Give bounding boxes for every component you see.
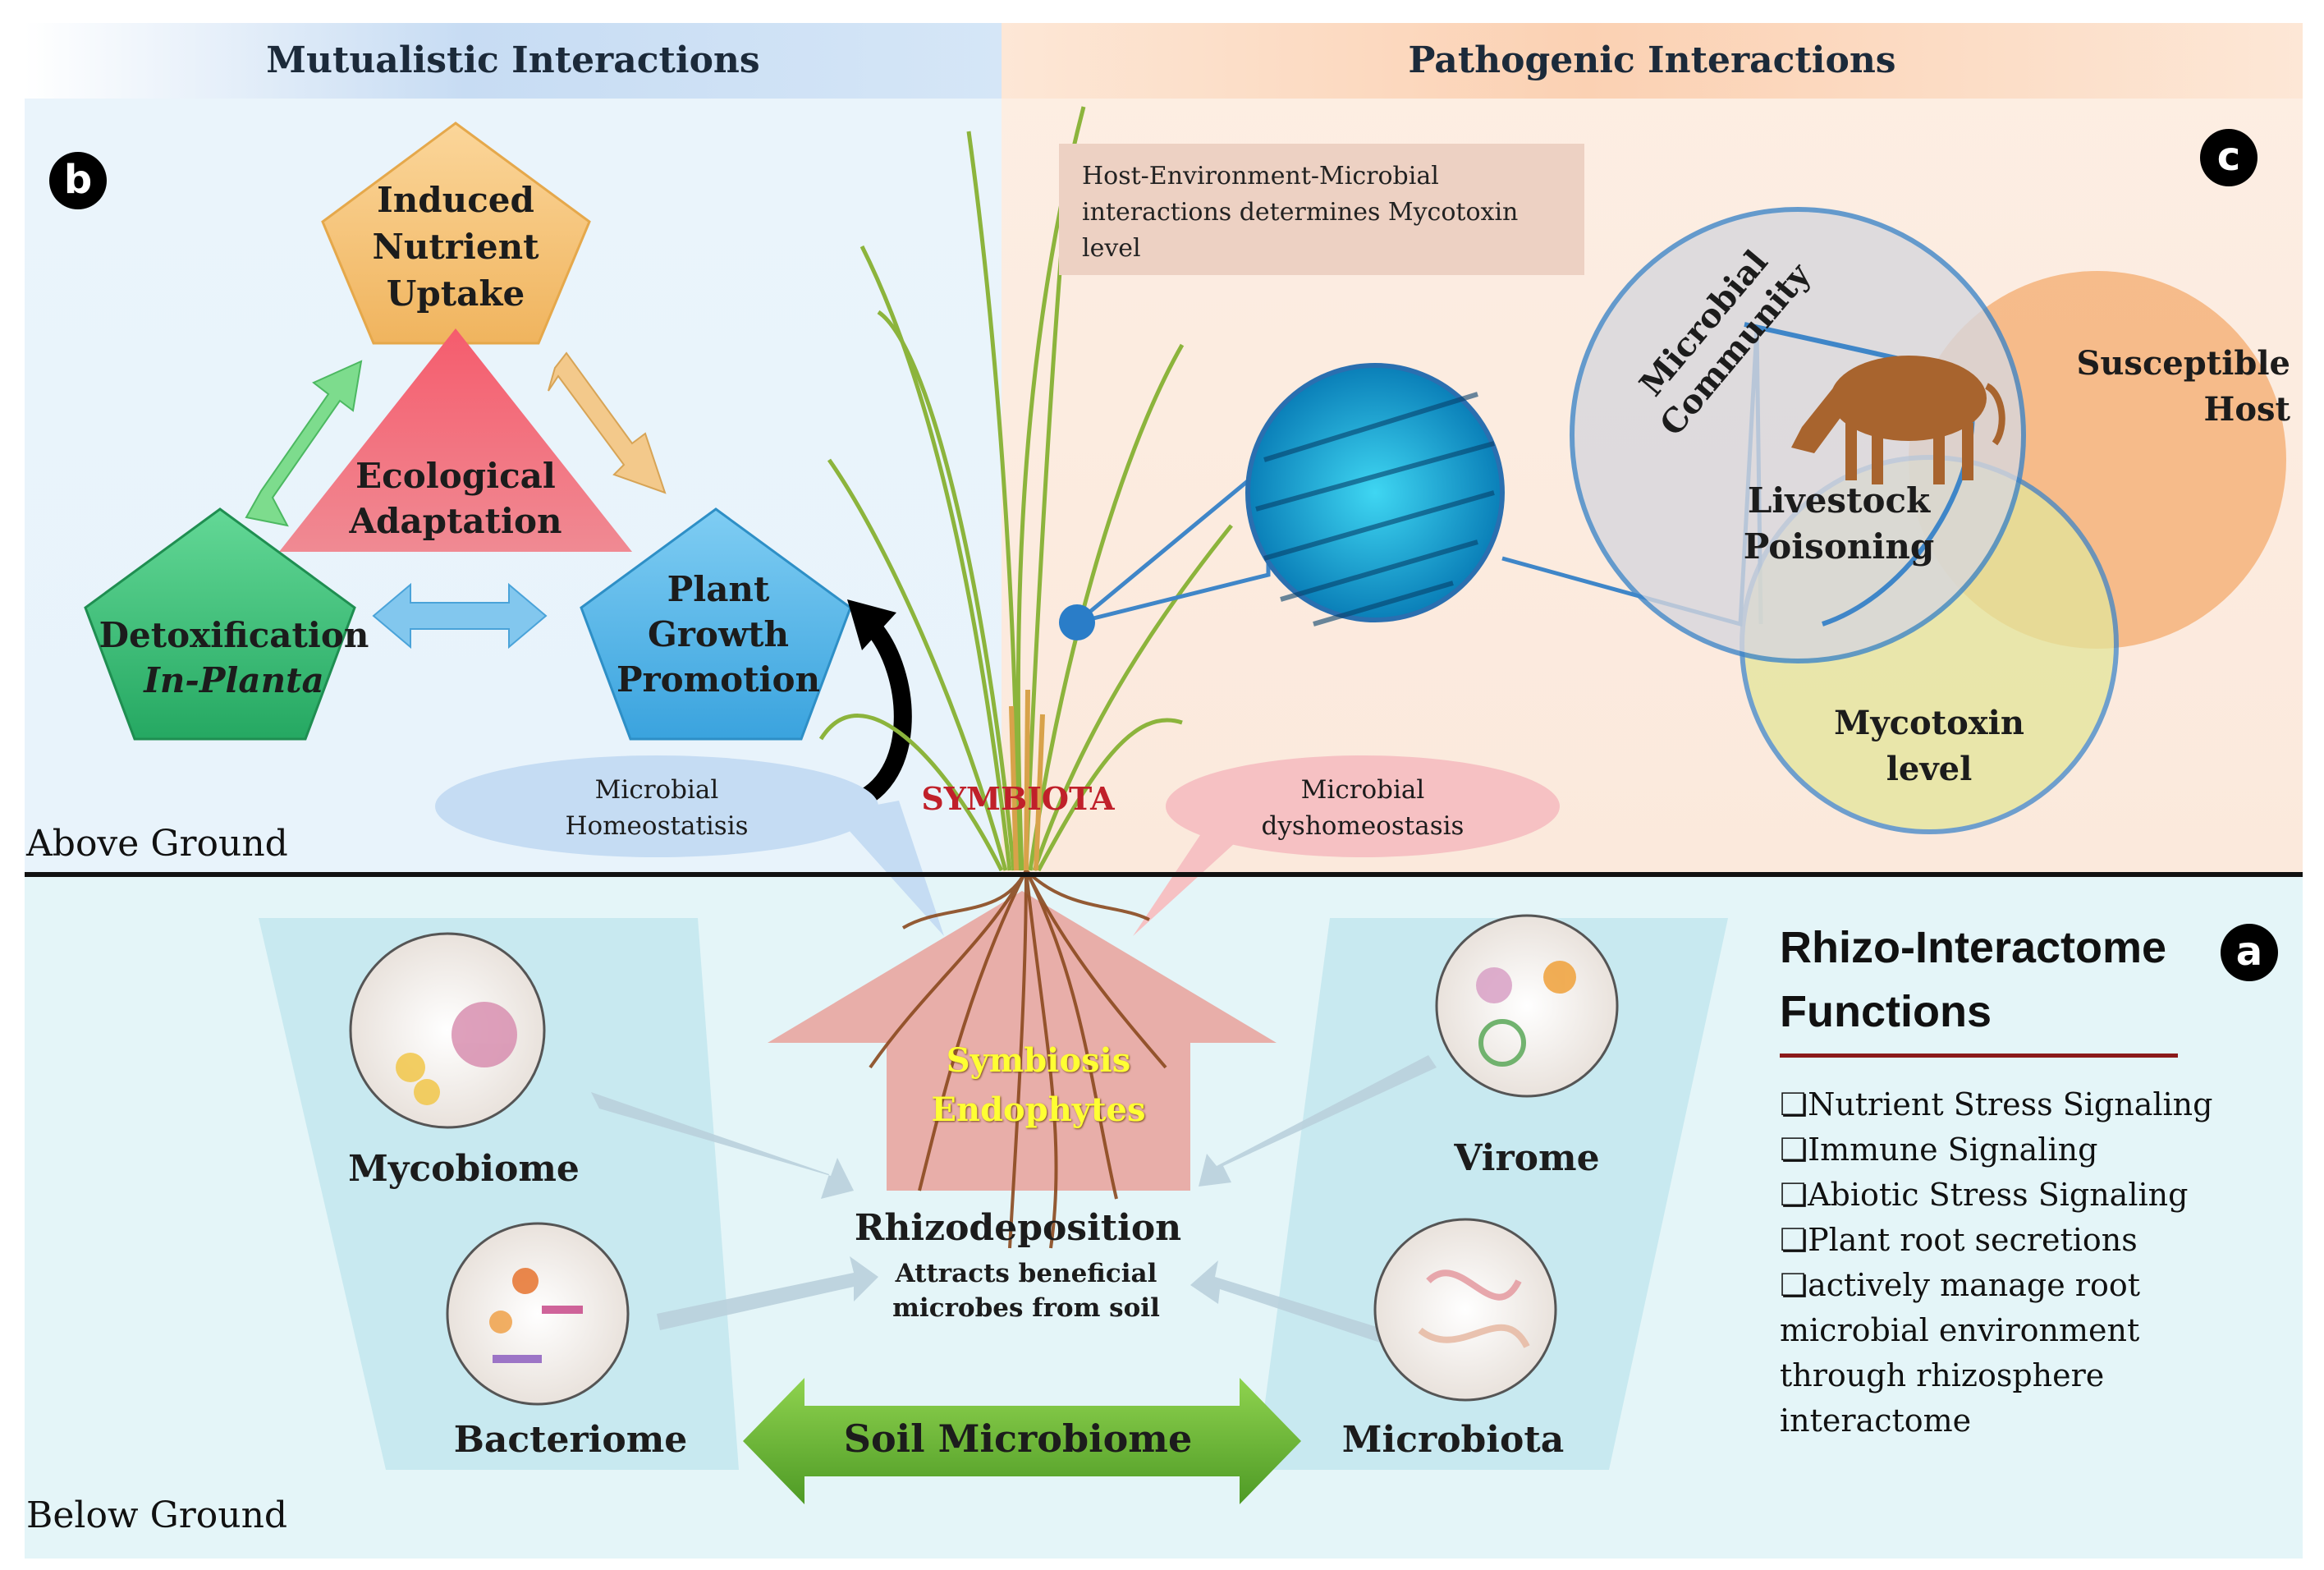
- virome-circle: [1435, 914, 1619, 1098]
- ecological-line-2: Adaptation: [349, 501, 562, 541]
- pentagon-detox: [84, 507, 356, 741]
- host-line-1: Susceptible: [2076, 344, 2290, 383]
- mycotoxin-line-2: level: [1886, 750, 1973, 788]
- ecological-adaptation-label: Ecological Adaptation: [328, 453, 583, 544]
- rhizo-rule: [1780, 1054, 2178, 1058]
- rhizo-item: interactome: [1780, 1402, 1972, 1439]
- soil-microbiome-label: Soil Microbiome: [843, 1416, 1193, 1461]
- livestock-poisoning-label: Livestock Poisoning: [1732, 478, 1946, 570]
- rhizo-functions-title: Rhizo-Interactome Functions: [1780, 916, 2207, 1044]
- bacteriome-circle: [446, 1222, 630, 1406]
- above-ground-label: Above Ground: [26, 823, 288, 865]
- badge-a: a: [2221, 924, 2278, 981]
- soil-microbiome-arrow: [743, 1378, 1301, 1504]
- microbiota-circle: [1373, 1218, 1557, 1402]
- growth-line-1: Plant: [667, 569, 770, 609]
- note-line-3: level: [1082, 234, 1141, 263]
- detox-line-2: In-Planta: [144, 660, 324, 700]
- detoxification-label: Detoxification In-Planta: [94, 613, 374, 703]
- callout-origin: [1059, 604, 1095, 640]
- note-line-1: Host-Environment-Microbial: [1082, 162, 1439, 191]
- mycobiome-circle: [349, 932, 546, 1129]
- symbiosis-line-2: Endophytes: [931, 1090, 1146, 1129]
- dyshomeostasis-line-1: Microbial: [1300, 775, 1425, 805]
- rhizodeposition-label: Rhizodeposition: [854, 1207, 1182, 1249]
- nutrient-line-2: Nutrient: [372, 227, 539, 267]
- rhizo-item: ❏Nutrient Stress Signaling: [1780, 1086, 2213, 1122]
- pentagon-growth: [580, 507, 852, 741]
- badge-b: b: [49, 152, 107, 209]
- plant-stems: [1009, 689, 1045, 871]
- homeostasis-line-2: Homeostatisis: [565, 811, 749, 841]
- arrow-blue: [372, 582, 548, 650]
- homeostasis-label: Microbial Homeostatisis: [525, 772, 788, 844]
- mycotoxin-line-1: Mycotoxin: [1834, 704, 2024, 742]
- rhizo-item: microbial environment: [1780, 1312, 2140, 1348]
- arrow-tan: [548, 351, 667, 494]
- rhizo-sub-line-1: Attracts beneficial: [895, 1259, 1157, 1288]
- callout-cone: [1075, 459, 1271, 625]
- bacteriome-label: Bacteriome: [453, 1419, 688, 1461]
- pathogenic-header: Pathogenic Interactions: [1408, 39, 1896, 81]
- pathogenic-header-band: [1002, 23, 2303, 99]
- symbiota-label: SYMBIOTA: [921, 780, 1115, 817]
- rhizo-sub-line-2: microbes from soil: [892, 1293, 1160, 1323]
- microscope-view: [1245, 363, 1505, 622]
- soil-arrows: [591, 1055, 1437, 1343]
- symbiosis-endophytes-label: Symbiosis Endophytes: [887, 1036, 1190, 1135]
- microbe-details: [396, 961, 1576, 1363]
- plant-roots: [869, 869, 1167, 1249]
- note-line-2: interactions determines Mycotoxin: [1082, 198, 1519, 227]
- mycotoxin-level-label: Mycotoxin level: [1814, 700, 2044, 792]
- rhizo-item: ❏Abiotic Stress Signaling: [1780, 1177, 2189, 1213]
- ecological-line-1: Ecological: [355, 456, 556, 496]
- rhizo-item: ❏Immune Signaling: [1780, 1132, 2098, 1168]
- triangle-ecological: [279, 328, 632, 552]
- growth-promotion-label: Plant Growth Promotion: [607, 567, 829, 702]
- mycobiome-label: Mycobiome: [348, 1148, 580, 1190]
- badge-c: c: [2200, 129, 2258, 186]
- growth-line-2: Growth: [647, 614, 790, 654]
- mutualistic-header: Mutualistic Interactions: [266, 39, 760, 81]
- mutualistic-header-band: [25, 23, 1002, 99]
- poisoning-line-1: Livestock: [1747, 480, 1931, 521]
- detox-line-1: Detoxification: [99, 615, 369, 655]
- dyshomeostasis-line-2: dyshomeostasis: [1261, 811, 1465, 841]
- rhizo-title-line-1: Rhizo-Interactome: [1780, 923, 2167, 972]
- rhizo-item: ❏actively manage root: [1780, 1267, 2140, 1303]
- nutrient-uptake-label: Induced Nutrient Uptake: [345, 177, 566, 317]
- microbiota-label: Microbiota: [1341, 1419, 1565, 1461]
- arrow-green: [245, 360, 363, 527]
- symbiosis-line-1: Symbiosis: [946, 1041, 1131, 1080]
- rhizodeposition-sub: Attracts beneficial microbes from soil: [870, 1256, 1182, 1325]
- homeostasis-line-1: Microbial: [594, 775, 719, 805]
- pathogenic-note-box: Host-Environment-Microbial interactions …: [1059, 144, 1584, 275]
- host-line-2: Host: [2203, 390, 2290, 429]
- nutrient-line-3: Uptake: [386, 273, 525, 314]
- cow-illustration: [1791, 356, 2005, 484]
- microscope-texture: [1255, 392, 1495, 627]
- mutualistic-cycle: [84, 122, 912, 814]
- rhizo-item: through rhizosphere: [1780, 1357, 2105, 1393]
- virome-label: Virome: [1454, 1137, 1600, 1179]
- susceptible-host-label: Susceptible Host: [2044, 341, 2290, 433]
- bubble-homeostasis: [435, 755, 944, 936]
- rhizo-title-line-2: Functions: [1780, 987, 1992, 1036]
- below-ground-label: Below Ground: [26, 1494, 288, 1536]
- rhizo-item: ❏Plant root secretions: [1780, 1222, 2138, 1258]
- rhizo-functions-list: ❏Nutrient Stress Signaling ❏Immune Signa…: [1780, 1082, 2289, 1444]
- growth-line-3: Promotion: [616, 659, 821, 700]
- nutrient-line-1: Induced: [377, 180, 534, 220]
- dyshomeostasis-label: Microbial dyshomeostasis: [1231, 772, 1494, 844]
- poisoning-line-2: Poisoning: [1743, 526, 1935, 567]
